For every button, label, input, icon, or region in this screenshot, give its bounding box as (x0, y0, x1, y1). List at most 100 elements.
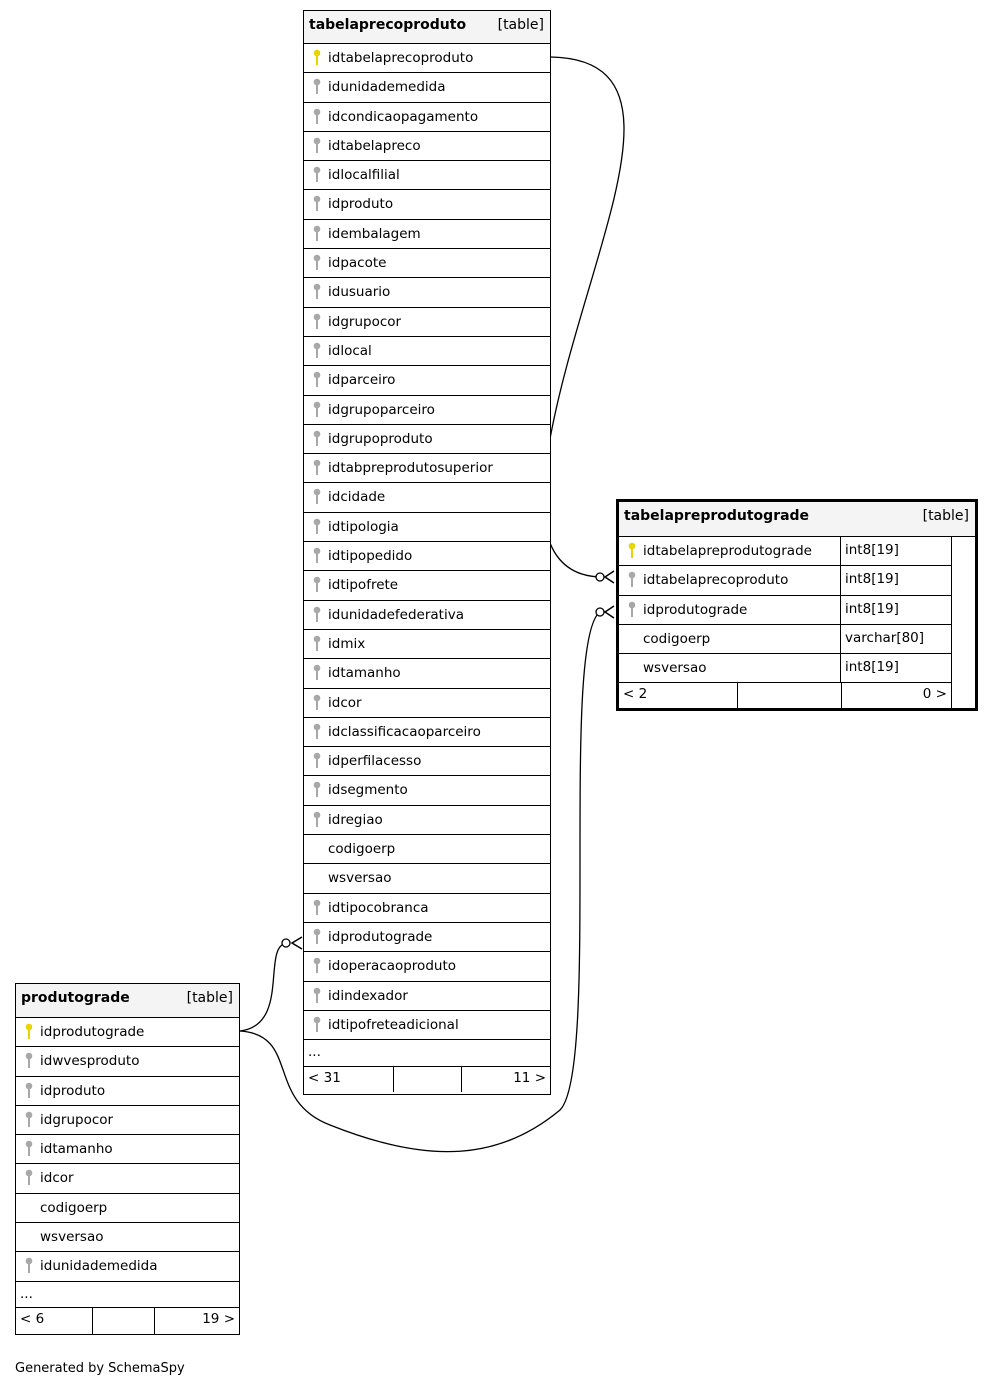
column-type: int8[19] (840, 595, 951, 624)
column-row[interactable]: idgrupocor (304, 308, 550, 337)
column-row[interactable]: idtabpreprodutosuperior (304, 454, 550, 484)
column-name: idlocalfilial (328, 167, 400, 184)
column-row[interactable]: wsversao (16, 1223, 239, 1253)
foreign-key-icon (313, 782, 321, 798)
column-name: idunidademedida (328, 79, 446, 96)
column-row[interactable]: idcor (304, 689, 550, 718)
foreign-key-icon (25, 1140, 33, 1157)
many-marker (290, 936, 303, 950)
column-name: idtipofreteadicional (328, 1016, 459, 1033)
foreign-key-icon (313, 78, 321, 95)
child-count[interactable]: 19 > (154, 1307, 239, 1334)
column-row[interactable]: wsversao (304, 864, 550, 894)
column-row[interactable]: idusuario (304, 278, 550, 308)
column-row[interactable]: idunidademedida (16, 1252, 239, 1282)
column-row[interactable]: codigoerp (16, 1194, 239, 1224)
generated-by-credit: Generated by SchemaSpy (15, 1361, 185, 1376)
foreign-key-icon (313, 547, 321, 564)
column-row[interactable]: idpacote (304, 249, 550, 279)
column-name: idtipocobranca (328, 899, 429, 916)
column-row[interactable]: idclassificacaoparceiro (304, 718, 550, 748)
column-row[interactable]: idperfilacesso (304, 747, 550, 777)
column-row[interactable]: idregiao (304, 806, 550, 836)
column-row[interactable]: idproduto (304, 190, 550, 220)
column-row[interactable]: idgrupoproduto (304, 425, 550, 455)
column-row[interactable]: idprodutograde (304, 923, 550, 953)
column-row[interactable]: idtipologia (304, 513, 550, 543)
column-name: idgrupoproduto (328, 430, 433, 447)
column-name: idgrupoparceiro (328, 401, 435, 418)
foreign-key-icon (313, 635, 321, 651)
column-name: idproduto (328, 196, 394, 213)
column-row[interactable]: idunidademedida (304, 73, 550, 103)
column-row[interactable]: idtipofreteadicional (304, 1011, 550, 1041)
column-row[interactable]: codigoerp (304, 835, 550, 865)
column-row[interactable]: idtipocobranca (304, 894, 550, 923)
optional-marker (595, 607, 605, 617)
foreign-key-icon (313, 489, 321, 505)
parent-count[interactable]: < 6 (20, 1310, 45, 1327)
table-tabelapreprodutograde[interactable]: tabelapreprodutograde [table] idtabelapr… (616, 499, 978, 711)
column-row[interactable]: idtipopedido (304, 542, 550, 572)
column-row[interactable]: idtamanho (304, 659, 550, 689)
column-name: codigoerp (328, 841, 396, 858)
column-row[interactable]: idtipofrete (304, 571, 550, 601)
column-row[interactable]: idcondicaopagamento (304, 103, 550, 132)
column-row[interactable]: idcidade (304, 483, 550, 513)
foreign-key-icon (25, 1258, 33, 1274)
foreign-key-icon (25, 1170, 33, 1186)
column-row[interactable]: idtabelapreco (304, 132, 550, 162)
column-row[interactable]: idembalagem (304, 220, 550, 250)
foreign-key-icon (628, 601, 636, 617)
foreign-key-icon (313, 254, 321, 271)
column-row[interactable]: idparceiro (304, 366, 550, 396)
column-name: idtipofrete (328, 577, 399, 594)
column-row[interactable]: idtamanho (16, 1135, 239, 1165)
column-row[interactable]: idproduto (16, 1077, 239, 1106)
column-row[interactable]: idunidadefederativa (304, 601, 550, 630)
column-row[interactable]: idprodutograde (16, 1018, 239, 1048)
foreign-key-icon (313, 108, 321, 124)
column-row[interactable]: idsegmento (304, 776, 550, 806)
column-row[interactable]: idtabelaprecoproduto (304, 44, 550, 74)
column-name: idtabelaprecoproduto (643, 572, 789, 589)
column-name: idtamanho (40, 1141, 113, 1158)
column-name: idregiao (328, 811, 383, 828)
foreign-key-icon (313, 430, 321, 446)
column-row[interactable]: idcor (16, 1164, 239, 1194)
table-header: tabelaprecoproduto [table] (304, 11, 550, 44)
child-count[interactable]: 0 > (841, 683, 951, 711)
parent-count[interactable]: < 31 (308, 1070, 341, 1087)
optional-marker (595, 572, 605, 582)
column-name: idtabelaprecoproduto (328, 50, 474, 66)
column-row[interactable]: idoperacaoproduto (304, 952, 550, 982)
table-header: tabelapreprodutograde [table] (619, 502, 975, 537)
foreign-key-icon (313, 137, 321, 153)
column-row[interactable]: idindexador (304, 982, 550, 1011)
column-name: idtabpreprodutosuperior (328, 460, 493, 477)
column-name: idtipopedido (328, 548, 413, 565)
primary-key-icon (628, 542, 636, 558)
foreign-key-icon (313, 459, 321, 476)
column-row[interactable]: idgrupoparceiro (304, 396, 550, 425)
table-footer: < 2 0 > (619, 683, 952, 711)
table-tabelaprecoproduto[interactable]: tabelaprecoproduto [table] idtabelapreco… (303, 10, 551, 1095)
column-name: idparceiro (328, 372, 396, 389)
column-row[interactable]: idmix (304, 630, 550, 660)
column-name: idoperacaoproduto (328, 958, 456, 975)
column-type: int8[19] (840, 537, 951, 566)
column-row[interactable]: idgrupocor (16, 1106, 239, 1136)
column-row[interactable]: idlocal (304, 337, 550, 367)
child-count[interactable]: 11 > (461, 1067, 550, 1093)
foreign-key-icon (25, 1082, 33, 1098)
column-name: idcondicaopagamento (328, 108, 479, 125)
column-row[interactable]: idlocalfilial (304, 161, 550, 191)
column-row[interactable]: idwvesproduto (16, 1047, 239, 1077)
parent-count[interactable]: < 2 (623, 686, 648, 703)
